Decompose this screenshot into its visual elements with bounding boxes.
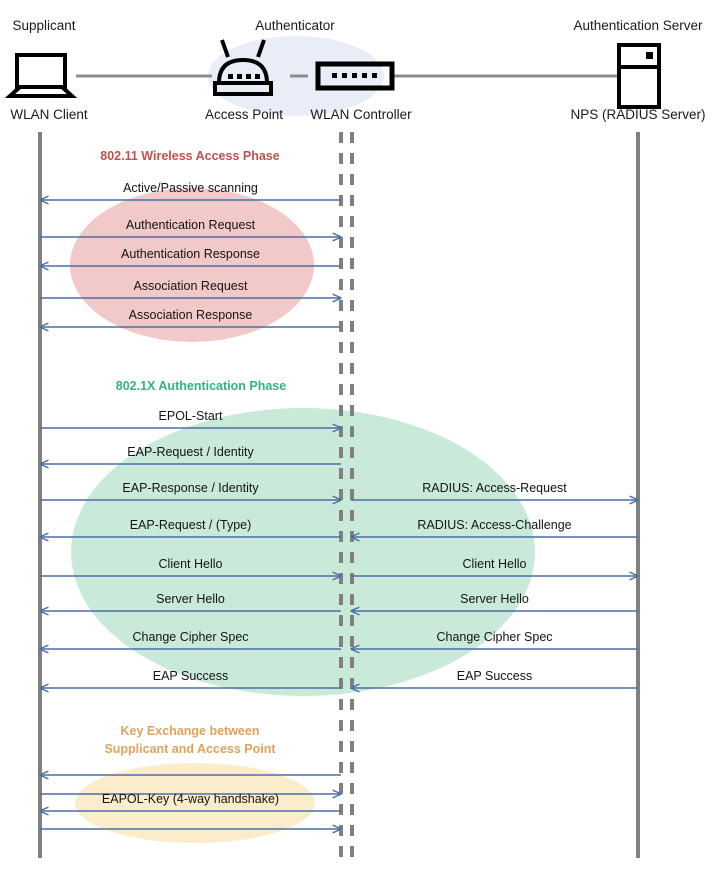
phase-ellipse-key-exchange — [75, 763, 315, 843]
message-label: RADIUS: Access-Challenge — [417, 518, 572, 532]
message-arrows — [40, 200, 638, 829]
message-label: Association Response — [128, 308, 253, 322]
actor-role-authenticator: Authenticator — [255, 18, 335, 33]
wlan-controller-icon — [315, 61, 395, 91]
message-label: RADIUS: Access-Request — [422, 481, 567, 495]
message-label: EAPOL-Key (4-way handshake) — [101, 792, 280, 806]
message-label: Active/Passive scanning — [123, 181, 258, 195]
message-label: Authentication Response — [121, 247, 260, 261]
message-label: Change Cipher Spec — [436, 630, 553, 644]
actor-role-supplicant: Supplicant — [12, 18, 76, 33]
message-label: Client Hello — [158, 557, 223, 571]
message-label: EAP Success — [152, 669, 229, 683]
message-label: EPOL-Start — [158, 409, 223, 423]
message-label: Association Request — [133, 279, 248, 293]
phase-label-key-exchange: Key Exchange between Supplicant and Acce… — [70, 722, 310, 758]
phase-ellipse-dot1x — [71, 408, 535, 696]
phase-label-key-exchange-line1: Key Exchange between — [120, 724, 260, 738]
message-label: EAP-Response / Identity — [122, 481, 259, 495]
actor-device-access-point: Access Point — [204, 107, 284, 122]
actor-device-wlan-controller: WLAN Controller — [310, 107, 412, 122]
actor-role-authentication-server: Authentication Server — [573, 18, 703, 33]
message-label: Server Hello — [156, 592, 225, 606]
phase-ellipse-wireless-access — [70, 188, 314, 342]
phase-label-dot1x: 802.1X Authentication Phase — [115, 379, 287, 393]
access-point-icon — [213, 39, 273, 96]
phase-label-key-exchange-line2: Supplicant and Access Point — [104, 742, 276, 756]
actor-device-wlan-client: WLAN Client — [10, 107, 88, 122]
message-label: EAP-Request / (Type) — [129, 518, 252, 532]
message-label: Client Hello — [462, 557, 527, 571]
message-label: Server Hello — [460, 592, 529, 606]
laptop-icon — [4, 53, 78, 98]
message-label: EAP-Request / Identity — [127, 445, 254, 459]
message-label: Change Cipher Spec — [132, 630, 249, 644]
message-label: EAP Success — [456, 669, 533, 683]
phase-label-wireless-access: 802.11 Wireless Access Phase — [100, 149, 280, 163]
message-label: Authentication Request — [125, 218, 256, 232]
actor-device-nps-radius-server: NPS (RADIUS Server) — [570, 107, 706, 122]
server-icon — [617, 43, 661, 109]
